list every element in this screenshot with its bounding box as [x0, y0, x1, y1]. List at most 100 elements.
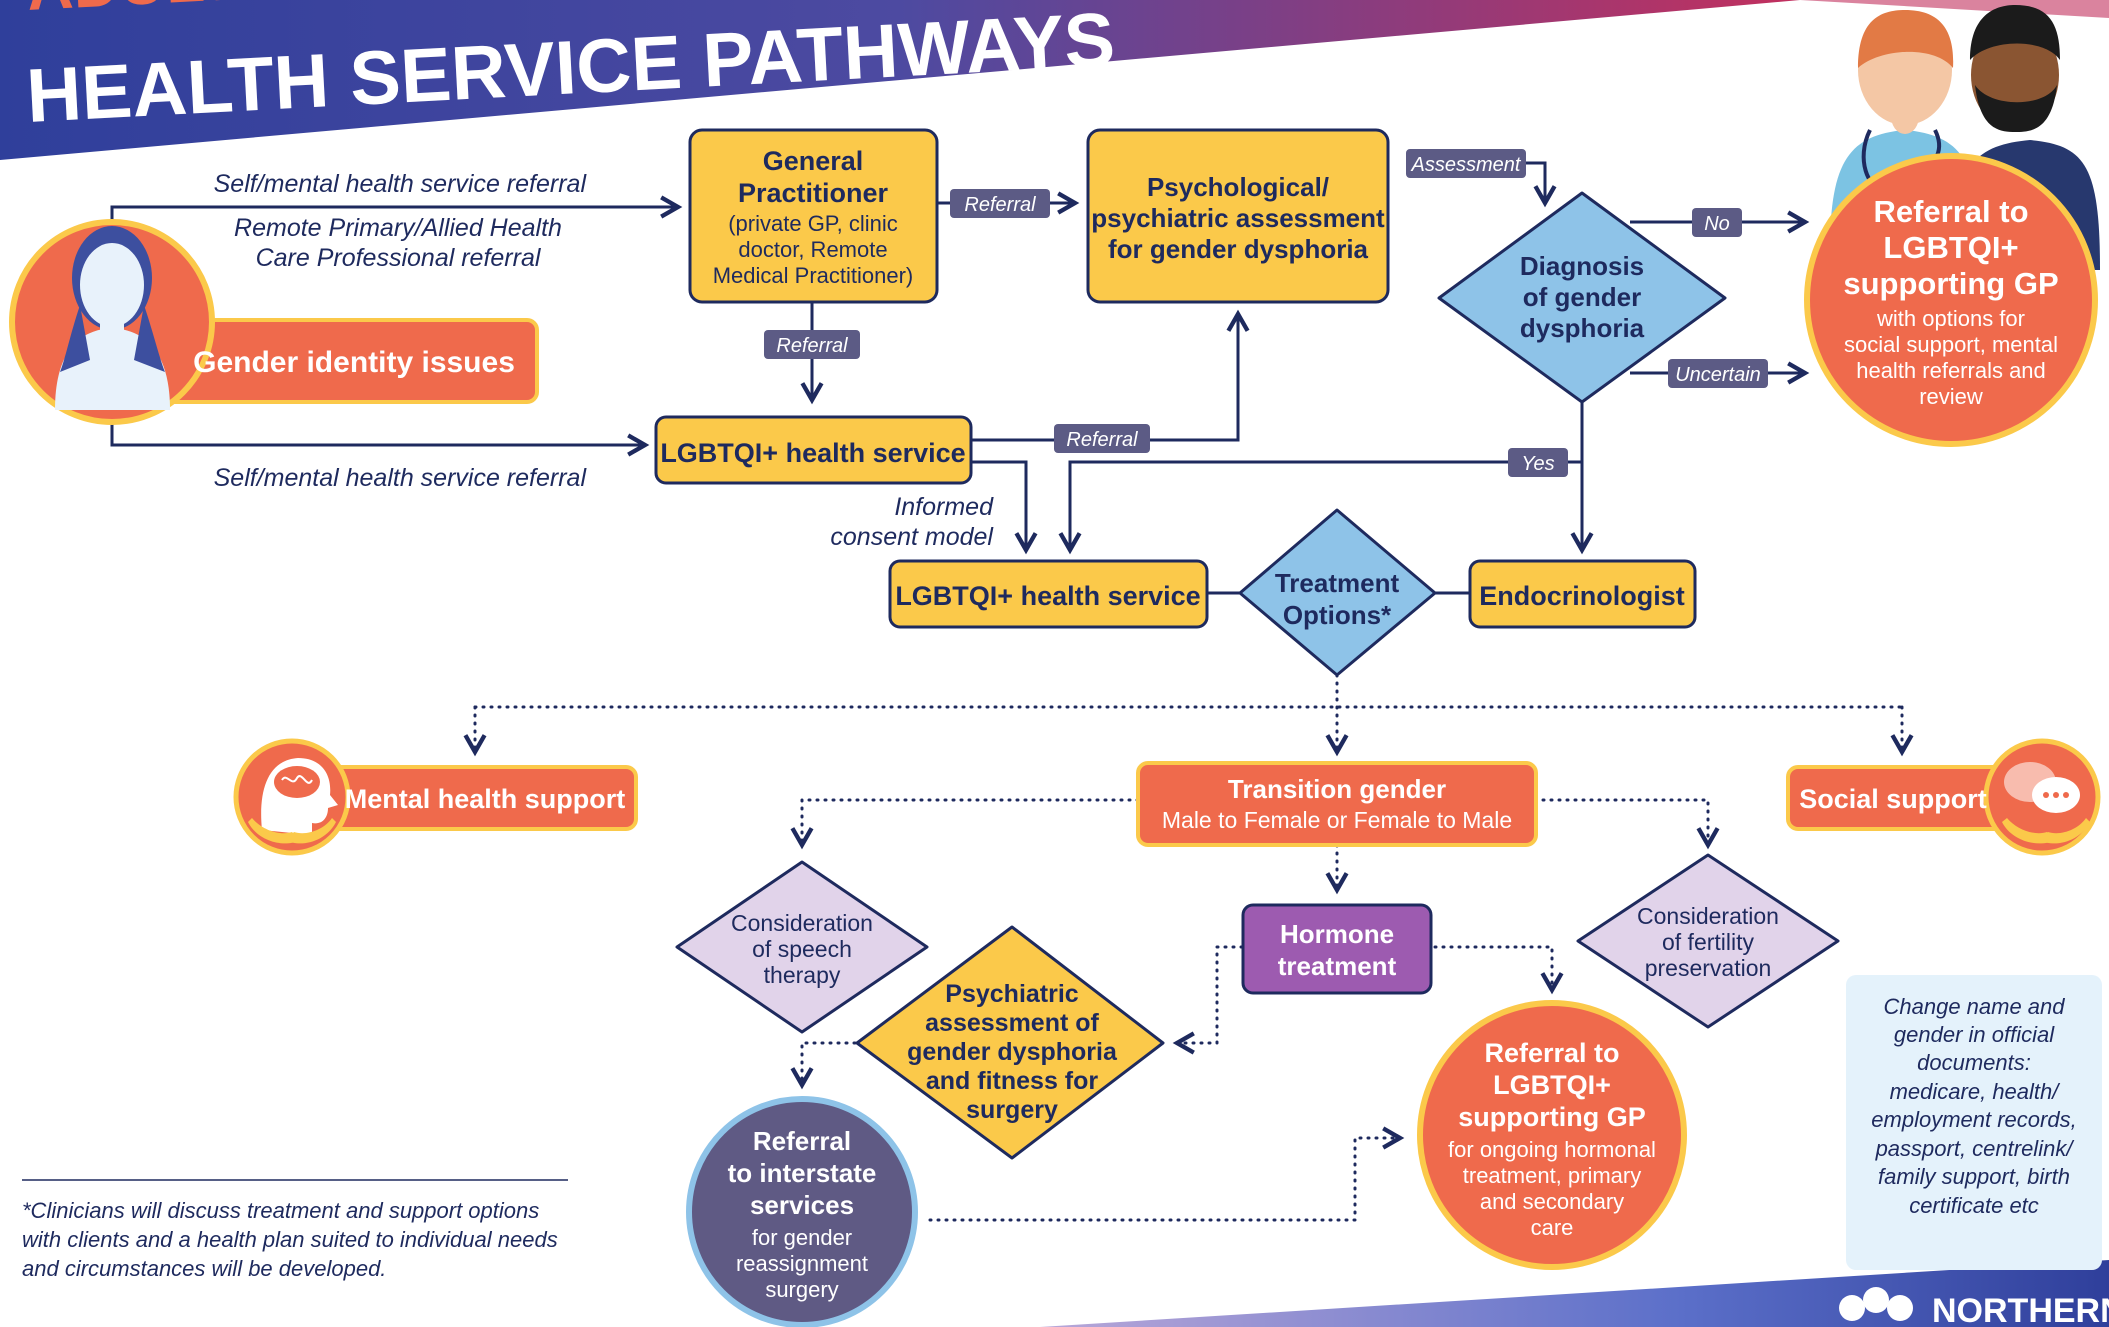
gender-identity-node: Gender identity issues [9, 219, 539, 425]
footnote: *Clinicians will discuss treatment and s… [22, 1179, 568, 1281]
logo-text: NORTHERN [1932, 1292, 2109, 1327]
mental-health-label: Mental health support [345, 784, 626, 814]
interstate-sub-1: for gender [752, 1225, 852, 1250]
fertility-line-2: of fertility [1662, 929, 1755, 955]
surgery-line-2: assessment of [925, 1009, 1099, 1037]
speech-bubbles-icon [2002, 762, 2090, 844]
person-silhouette-icon [55, 226, 170, 410]
gp-sub-1: (private GP, clinic [728, 211, 898, 236]
interstate-title-1: Referral [753, 1126, 851, 1156]
logo-icon [1839, 1287, 1913, 1321]
speech-line-1: Consideration [731, 910, 873, 936]
psych-line-2: psychiatric assessment [1091, 203, 1385, 233]
tag-referral-lgbtqi-psych: Referral [1054, 424, 1150, 453]
northern-logo: NORTHERN [1839, 1287, 2109, 1327]
hormone-line-2: treatment [1278, 951, 1397, 981]
side-note-line-8: certificate etc [1909, 1193, 2039, 1218]
ref-bottom-title-1: Referral to [1484, 1038, 1619, 1068]
transition-node: Transition gender Male to Female or Fema… [1136, 761, 1538, 847]
social-support-label: Social support [1799, 784, 1987, 814]
ref-bottom-title-2: LGBTQI+ [1493, 1070, 1611, 1100]
label-self-referral-bottom: Self/mental health service referral [214, 464, 588, 492]
tag-no: No [1692, 208, 1742, 237]
brain-head-icon [248, 758, 338, 844]
dotted-connectors [463, 673, 1914, 1222]
label-remote-referral-2: Care Professional referral [256, 244, 542, 272]
diagnosis-node: Diagnosis of gender dysphoria [1437, 191, 1727, 404]
label-informed-1: Informed [894, 493, 994, 521]
lgbtqi-service-upper-node: LGBTQI+ health service [654, 415, 973, 485]
hormone-line-1: Hormone [1280, 919, 1394, 949]
surgery-line-3: gender dysphoria [907, 1038, 1118, 1066]
endocrinologist-node: Endocrinologist [1468, 559, 1697, 629]
diagnosis-line-1: Diagnosis [1520, 251, 1644, 281]
hormone-node: Hormone treatment [1241, 903, 1433, 995]
gp-sub-3: Medical Practitioner) [713, 263, 914, 288]
tag-referral-gp-psych: Referral [950, 189, 1050, 218]
tag-referral-lgbtqi-psych-text: Referral [1066, 429, 1138, 451]
gp-sub-2: doctor, Remote [738, 237, 887, 262]
ref-bottom-sub-1: for ongoing hormonal [1448, 1137, 1656, 1162]
ref-bottom-sub-3: and secondary [1480, 1189, 1624, 1214]
ref-bottom-title-3: supporting GP [1458, 1102, 1645, 1132]
treatment-line-2: Options* [1283, 600, 1392, 630]
fertility-node: Consideration of fertility preservation [1576, 853, 1840, 1029]
lgbtqi-service-lower-label: LGBTQI+ health service [895, 581, 1200, 611]
tag-no-text: No [1704, 213, 1730, 235]
speech-line-2: of speech [752, 936, 852, 962]
referral-gp-top-node: Referral to LGBTQI+ supporting GP with o… [1804, 153, 2098, 447]
psych-line-1: Psychological/ [1147, 172, 1329, 202]
tag-referral-gp-psych-text: Referral [964, 194, 1036, 216]
ref-top-title-1: Referral to [1873, 194, 2028, 229]
side-note: Change name and gender in official docum… [1846, 975, 2102, 1270]
interstate-title-3: services [750, 1190, 854, 1220]
side-note-line-3: documents: [1917, 1050, 2031, 1075]
interstate-referral-node: Referral to interstate services for gend… [686, 1096, 918, 1327]
speech-therapy-node: Consideration of speech therapy [675, 860, 929, 1034]
header-banner: ADULT PATHWAY HEALTH SERVICE PATHWAYS [0, 0, 2109, 160]
edge-text-labels: Self/mental health service referral Remo… [214, 170, 995, 551]
psych-line-3: for gender dysphoria [1108, 234, 1369, 264]
footnote-line-3: and circumstances will be developed. [22, 1256, 386, 1281]
fertility-line-3: preservation [1645, 955, 1772, 981]
diagnosis-line-3: dysphoria [1520, 313, 1645, 343]
fertility-line-1: Consideration [1637, 903, 1779, 929]
interstate-title-2: to interstate [728, 1158, 877, 1188]
gp-node: General Practitioner (private GP, clinic… [688, 128, 939, 304]
psychiatric-surgery-node: Psychiatric assessment of gender dysphor… [855, 925, 1165, 1160]
ref-top-sub-3: health referrals and [1856, 358, 2046, 383]
label-self-referral-top: Self/mental health service referral [214, 170, 588, 198]
ref-top-title-3: supporting GP [1843, 266, 2058, 301]
gp-title-1: General [763, 146, 864, 176]
interstate-sub-2: reassignment [736, 1251, 868, 1276]
interstate-sub-3: surgery [765, 1277, 838, 1302]
transition-line-2: Male to Female or Female to Male [1162, 807, 1512, 833]
ref-top-sub-2: social support, mental [1844, 332, 2058, 357]
ref-top-sub-1: with options for [1876, 306, 2025, 331]
treatment-line-1: Treatment [1275, 568, 1400, 598]
ref-top-sub-4: review [1919, 384, 1983, 409]
label-informed-2: consent model [830, 523, 994, 551]
side-note-line-1: Change name and [1883, 994, 2065, 1019]
diagnosis-line-2: of gender [1523, 282, 1641, 312]
ref-bottom-sub-2: treatment, primary [1463, 1163, 1642, 1188]
endocrinologist-label: Endocrinologist [1479, 581, 1685, 611]
tag-assessment-text: Assessment [1411, 154, 1522, 176]
tag-referral-gp-lgbtqi-text: Referral [776, 335, 848, 357]
tag-yes: Yes [1508, 448, 1568, 477]
tag-referral-gp-lgbtqi: Referral [764, 330, 860, 359]
referral-gp-bottom-node: Referral to LGBTQI+ supporting GP for on… [1417, 1000, 1687, 1270]
speech-line-3: therapy [764, 962, 841, 988]
gp-title-2: Practitioner [738, 178, 889, 208]
treatment-options-node: Treatment Options* [1238, 508, 1437, 677]
label-remote-referral-1: Remote Primary/Allied Health [234, 214, 562, 242]
tag-uncertain-text: Uncertain [1675, 364, 1761, 386]
side-note-line-2: gender in official [1894, 1022, 2055, 1047]
surgery-line-5: surgery [966, 1096, 1058, 1124]
ref-bottom-sub-4: care [1531, 1215, 1574, 1240]
ref-top-title-2: LGBTQI+ [1883, 230, 2018, 265]
side-note-line-5: employment records, [1871, 1107, 2076, 1132]
social-support-node: Social support [1786, 738, 2101, 856]
gender-identity-label: Gender identity issues [193, 346, 515, 379]
